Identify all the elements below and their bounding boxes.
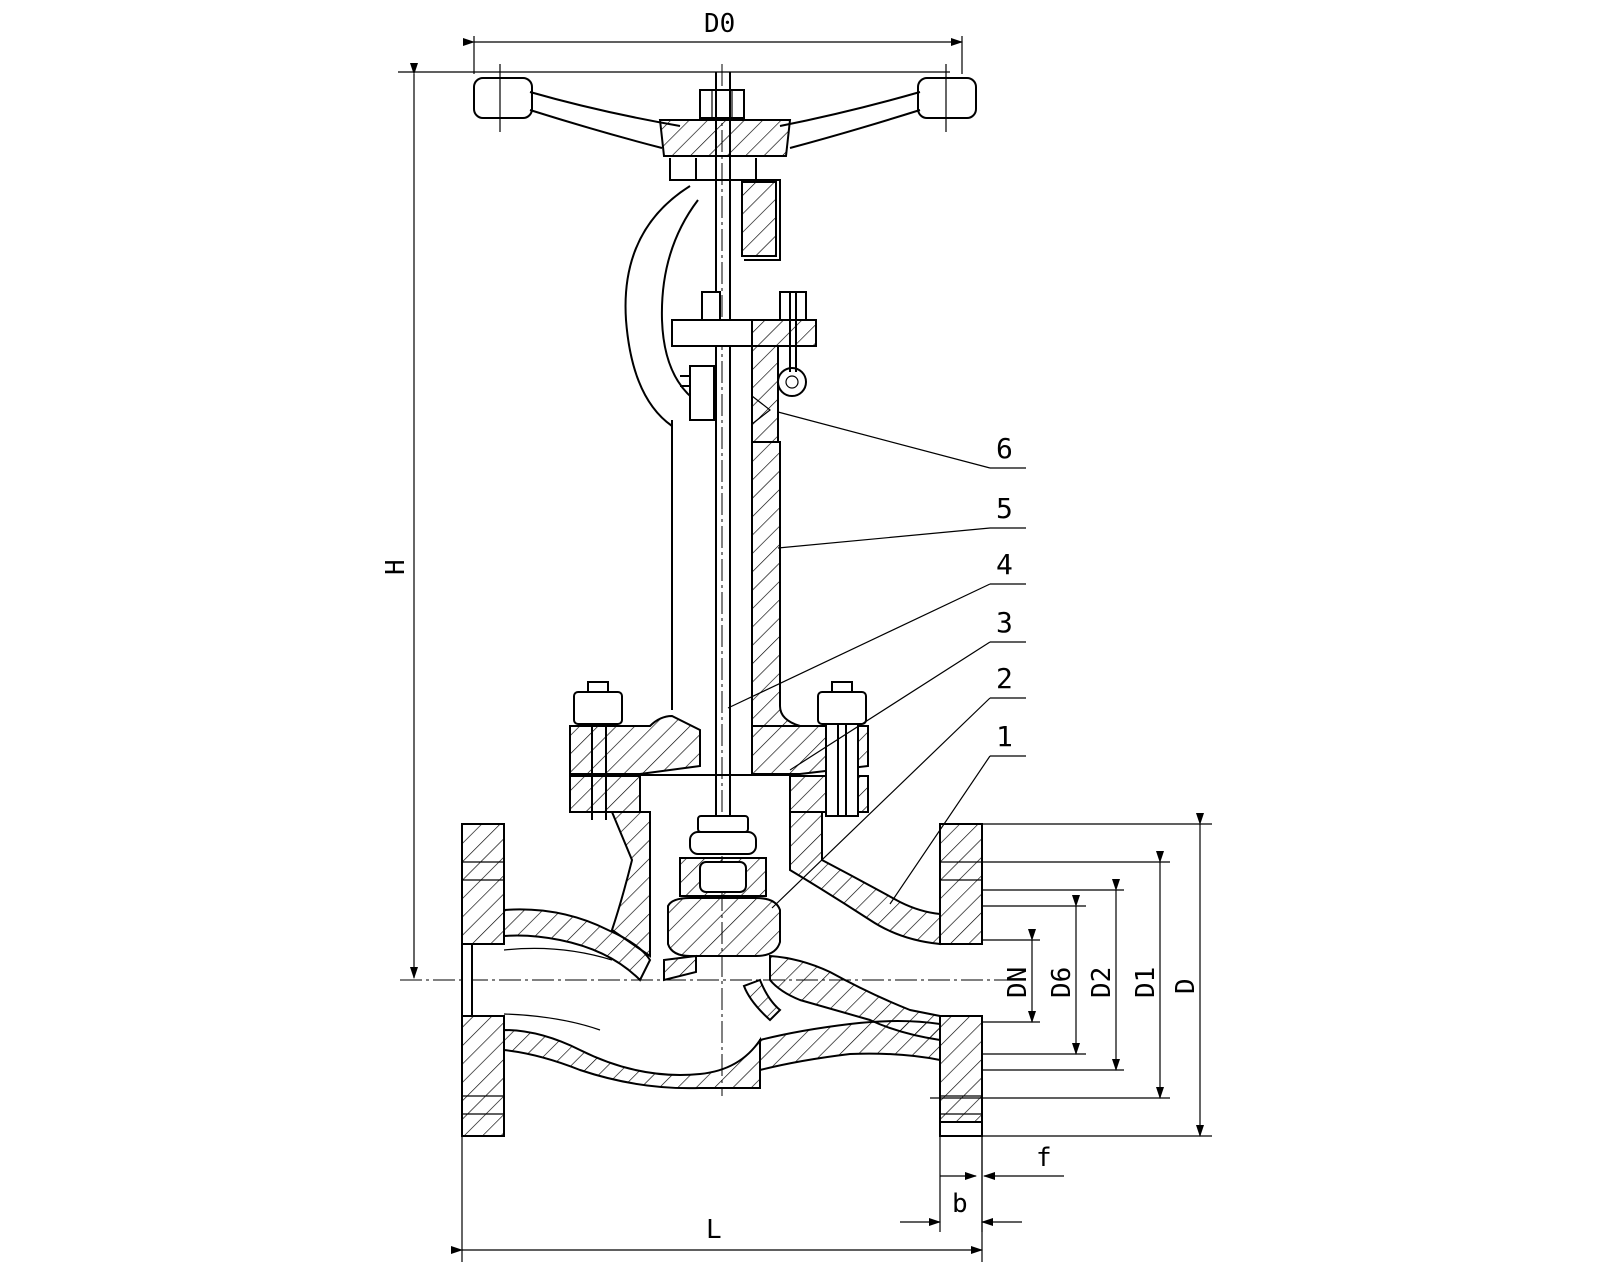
bonnet-flange (569, 681, 869, 820)
dimension-d2-label: D2 (1087, 967, 1117, 998)
dimension-d6-label: D6 (1047, 967, 1077, 998)
dimension-d1-label: D1 (1131, 967, 1161, 998)
callout-6: 6 (996, 432, 1013, 465)
dimension-h-label: H (381, 559, 411, 575)
dimension-d-label: D (1171, 978, 1201, 994)
handwheel (398, 64, 977, 157)
callout-1: 1 (996, 720, 1013, 753)
callout-leaders: 6 5 4 3 2 1 (727, 411, 1026, 909)
disc-assembly (667, 815, 781, 957)
dimension-dn-label: DN (1003, 967, 1033, 998)
yoke (624, 72, 817, 846)
dimension-f-label: f (1036, 1143, 1052, 1173)
callout-3: 3 (996, 606, 1013, 639)
dimension-d0-label: D0 (704, 9, 735, 39)
callout-5: 5 (996, 492, 1013, 525)
callout-2: 2 (996, 662, 1013, 695)
dimension-l-label: L (706, 1215, 722, 1245)
callout-4: 4 (996, 548, 1013, 581)
valve-body (461, 811, 983, 1137)
dimension-lines: D0 H L D D1 D2 D6 DN (381, 9, 1212, 1262)
extension-bonnet (671, 420, 801, 727)
dimension-b-label: b (952, 1189, 968, 1219)
